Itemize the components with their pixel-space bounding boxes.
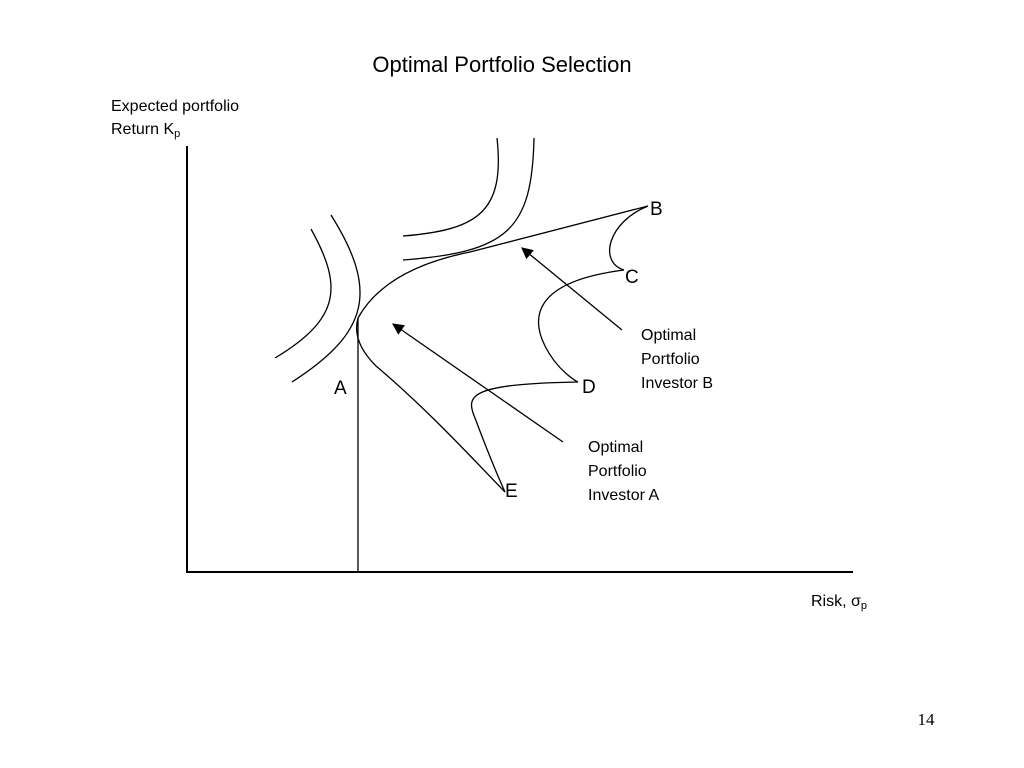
indifference-curve-b-inner (402, 137, 499, 237)
point-label-a: A (334, 378, 347, 399)
page-number: 14 (918, 710, 936, 729)
feasible-set-b-to-c (608, 205, 649, 271)
feasible-set-e-to-a (355, 317, 506, 493)
indifference-curve-a-outer (291, 214, 361, 383)
feasible-set-d-to-e (470, 381, 579, 493)
annotation-a-line1: Optimal (588, 439, 643, 456)
annotation-b-line3: Investor B (641, 375, 713, 392)
x-axis-label-main: Risk, σ (811, 593, 861, 610)
point-label-c: C (625, 267, 639, 288)
arrow-optimal-portfolio-b (521, 247, 623, 331)
indifference-curve-b-outer (402, 137, 535, 261)
y-axis-label-line2: Return Kp (111, 121, 180, 140)
x-axis-label: Risk, σp (811, 593, 867, 612)
efficient-frontier (357, 205, 649, 319)
feasible-set-c-to-d (537, 269, 625, 383)
indifference-curve-a-inner (274, 228, 332, 359)
annotation-a-line3: Investor A (588, 487, 659, 504)
x-axis-label-subscript: p (861, 600, 867, 612)
point-label-d: D (582, 377, 596, 398)
slide-title: Optimal Portfolio Selection (372, 52, 631, 77)
point-label-b: B (650, 199, 663, 220)
y-axis-label-line1: Expected portfolio (111, 98, 239, 115)
annotation-b-line1: Optimal (641, 327, 696, 344)
y-axis-label-main: Return K (111, 121, 174, 138)
annotation-b-line2: Portfolio (641, 351, 700, 368)
annotation-a-line2: Portfolio (588, 463, 647, 480)
point-label-e: E (505, 481, 518, 502)
arrow-optimal-portfolio-a (392, 323, 564, 443)
y-axis-label-subscript: p (174, 128, 180, 140)
